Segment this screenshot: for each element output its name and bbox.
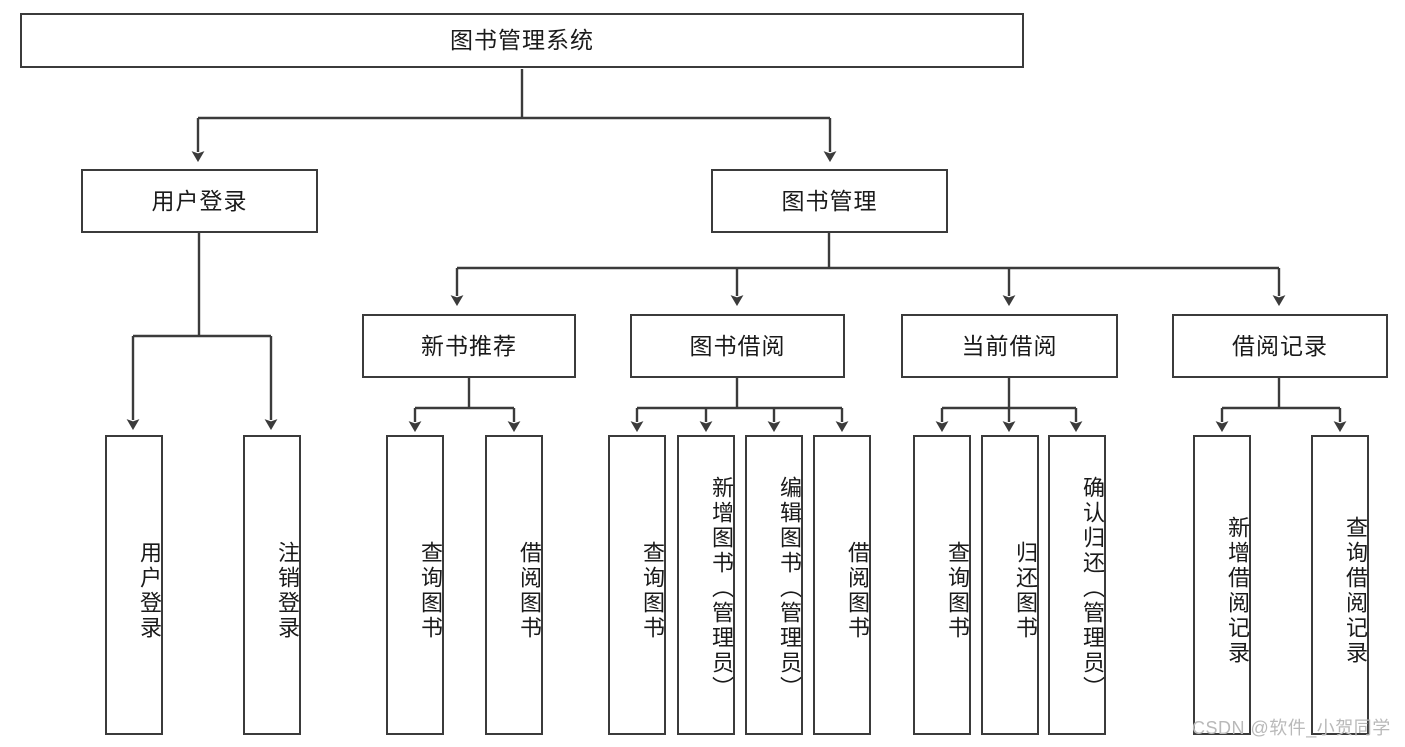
leaf-book-borrow-edit-book-admin[interactable]: 编辑图书（管理员）: [745, 435, 803, 735]
leaf-user-login-login[interactable]: 用户登录: [105, 435, 163, 735]
leaf-book-borrow-add-book-admin[interactable]: 新增图书（管理员）: [677, 435, 735, 735]
node-new-book-recommendation[interactable]: 新书推荐: [362, 314, 576, 378]
node-current-borrowing[interactable]: 当前借阅: [901, 314, 1118, 378]
leaf-user-login-logout[interactable]: 注销登录: [243, 435, 301, 735]
node-user-login[interactable]: 用户登录: [81, 169, 318, 233]
leaf-book-borrow-borrow-book[interactable]: 借阅图书: [813, 435, 871, 735]
node-root-book-management-system[interactable]: 图书管理系统: [20, 13, 1024, 68]
leaf-current-borrow-return-book[interactable]: 归还图书: [981, 435, 1039, 735]
leaf-new-book-query-book[interactable]: 查询图书: [386, 435, 444, 735]
leaf-current-borrow-query-book[interactable]: 查询图书: [913, 435, 971, 735]
csdn-watermark: CSDN @软件_小贺同学: [1192, 718, 1391, 738]
node-book-borrowing[interactable]: 图书借阅: [630, 314, 845, 378]
leaf-new-book-borrow-book[interactable]: 借阅图书: [485, 435, 543, 735]
node-book-management[interactable]: 图书管理: [711, 169, 948, 233]
leaf-borrow-record-query-record[interactable]: 查询借阅记录: [1311, 435, 1369, 735]
leaf-borrow-record-add-record[interactable]: 新增借阅记录: [1193, 435, 1251, 735]
leaf-book-borrow-query-book[interactable]: 查询图书: [608, 435, 666, 735]
node-borrowing-records[interactable]: 借阅记录: [1172, 314, 1388, 378]
leaf-current-borrow-confirm-return-admin[interactable]: 确认归还（管理员）: [1048, 435, 1106, 735]
